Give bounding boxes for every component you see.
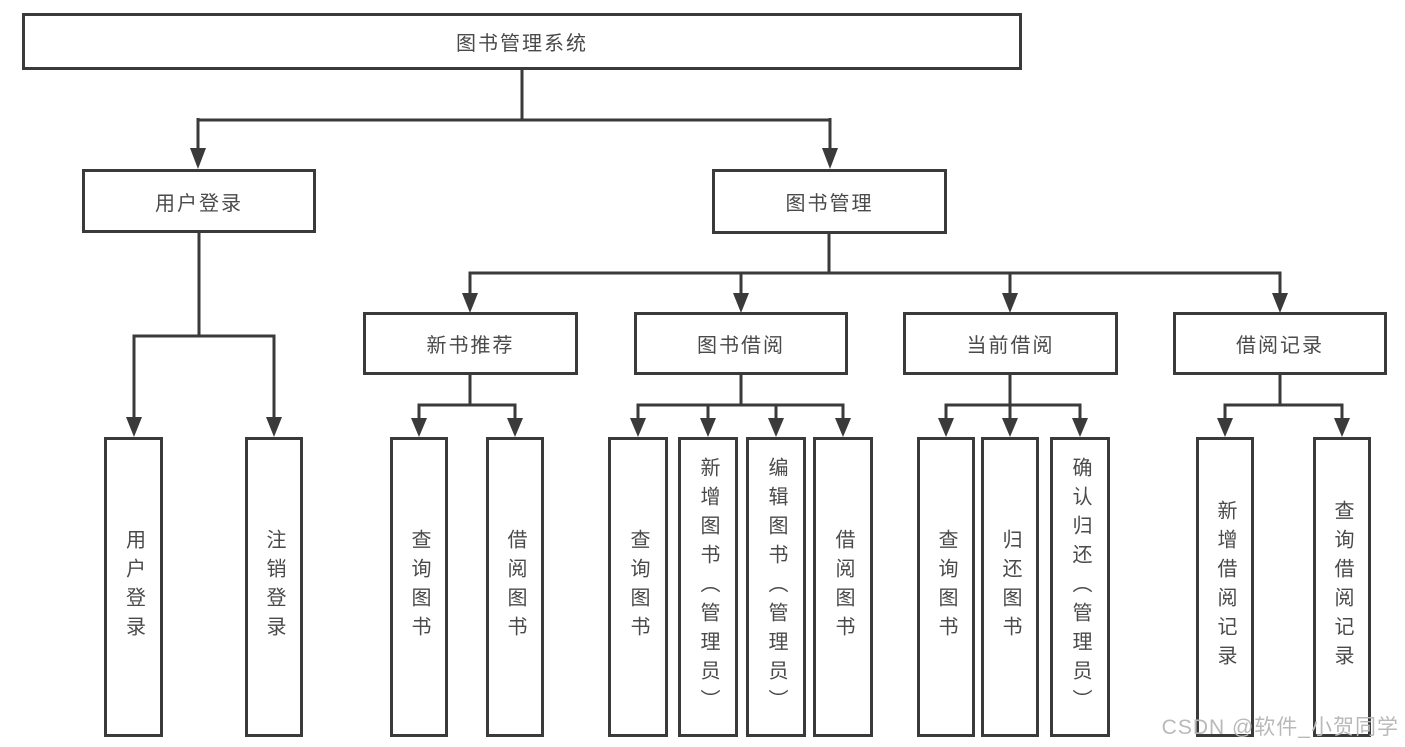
node-book-management: 图书管理 [712,169,947,234]
node-user-login-label: 用户登录 [155,192,243,215]
leaf-edit-book-admin-label: 编辑图书（管理员） [765,456,787,718]
node-current-borrowing: 当前借阅 [903,312,1118,375]
leaf-query-book-c: 查询图书 [917,437,975,737]
leaf-logout-label: 注销登录 [263,529,285,645]
leaf-edit-book-admin: 编辑图书（管理员） [746,437,806,737]
leaf-query-book-b-label: 查询图书 [627,529,649,645]
leaf-return-book-label: 归还图书 [999,529,1021,645]
node-user-login: 用户登录 [82,169,316,233]
node-root-label: 图书管理系统 [456,33,588,55]
leaf-add-book-admin-label: 新增图书（管理员） [697,456,719,718]
leaf-add-borrow-record-label: 新增借阅记录 [1214,500,1236,674]
node-new-book-recommend-label: 新书推荐 [426,335,515,357]
leaf-query-book-c-label: 查询图书 [935,529,957,645]
leaf-query-book-b: 查询图书 [608,437,668,737]
node-borrowing-records: 借阅记录 [1173,312,1387,375]
leaf-query-borrow-record-label: 查询借阅记录 [1331,500,1353,674]
node-book-borrowing: 图书借阅 [634,312,848,375]
leaf-return-book: 归还图书 [981,437,1039,737]
node-book-management-label: 图书管理 [785,193,874,215]
csdn-watermark: CSDN @软件_小贺同学 [1161,716,1399,739]
leaf-user-login: 用户登录 [104,437,163,737]
leaf-user-login-label: 用户登录 [122,529,145,645]
leaf-query-book-a-label: 查询图书 [408,529,430,645]
node-current-borrowing-label: 当前借阅 [966,335,1055,357]
leaf-query-borrow-record: 查询借阅记录 [1313,437,1371,737]
node-book-borrowing-label: 图书借阅 [697,335,785,357]
leaf-confirm-return-admin: 确认归还（管理员） [1050,437,1110,737]
leaf-logout: 注销登录 [245,437,303,737]
node-root: 图书管理系统 [22,13,1022,70]
leaf-confirm-return-admin-label: 确认归还（管理员） [1069,456,1091,718]
leaf-add-borrow-record: 新增借阅记录 [1196,437,1254,737]
leaf-add-book-admin: 新增图书（管理员） [678,437,738,737]
leaf-borrow-book-b: 借阅图书 [813,437,873,737]
leaf-borrow-book-a-label: 借阅图书 [504,529,526,645]
leaf-query-book-a: 查询图书 [390,437,448,737]
node-new-book-recommend: 新书推荐 [363,312,578,375]
leaf-borrow-book-a: 借阅图书 [486,437,544,737]
leaf-borrow-book-b-label: 借阅图书 [832,529,854,645]
node-borrowing-records-label: 借阅记录 [1236,335,1324,357]
